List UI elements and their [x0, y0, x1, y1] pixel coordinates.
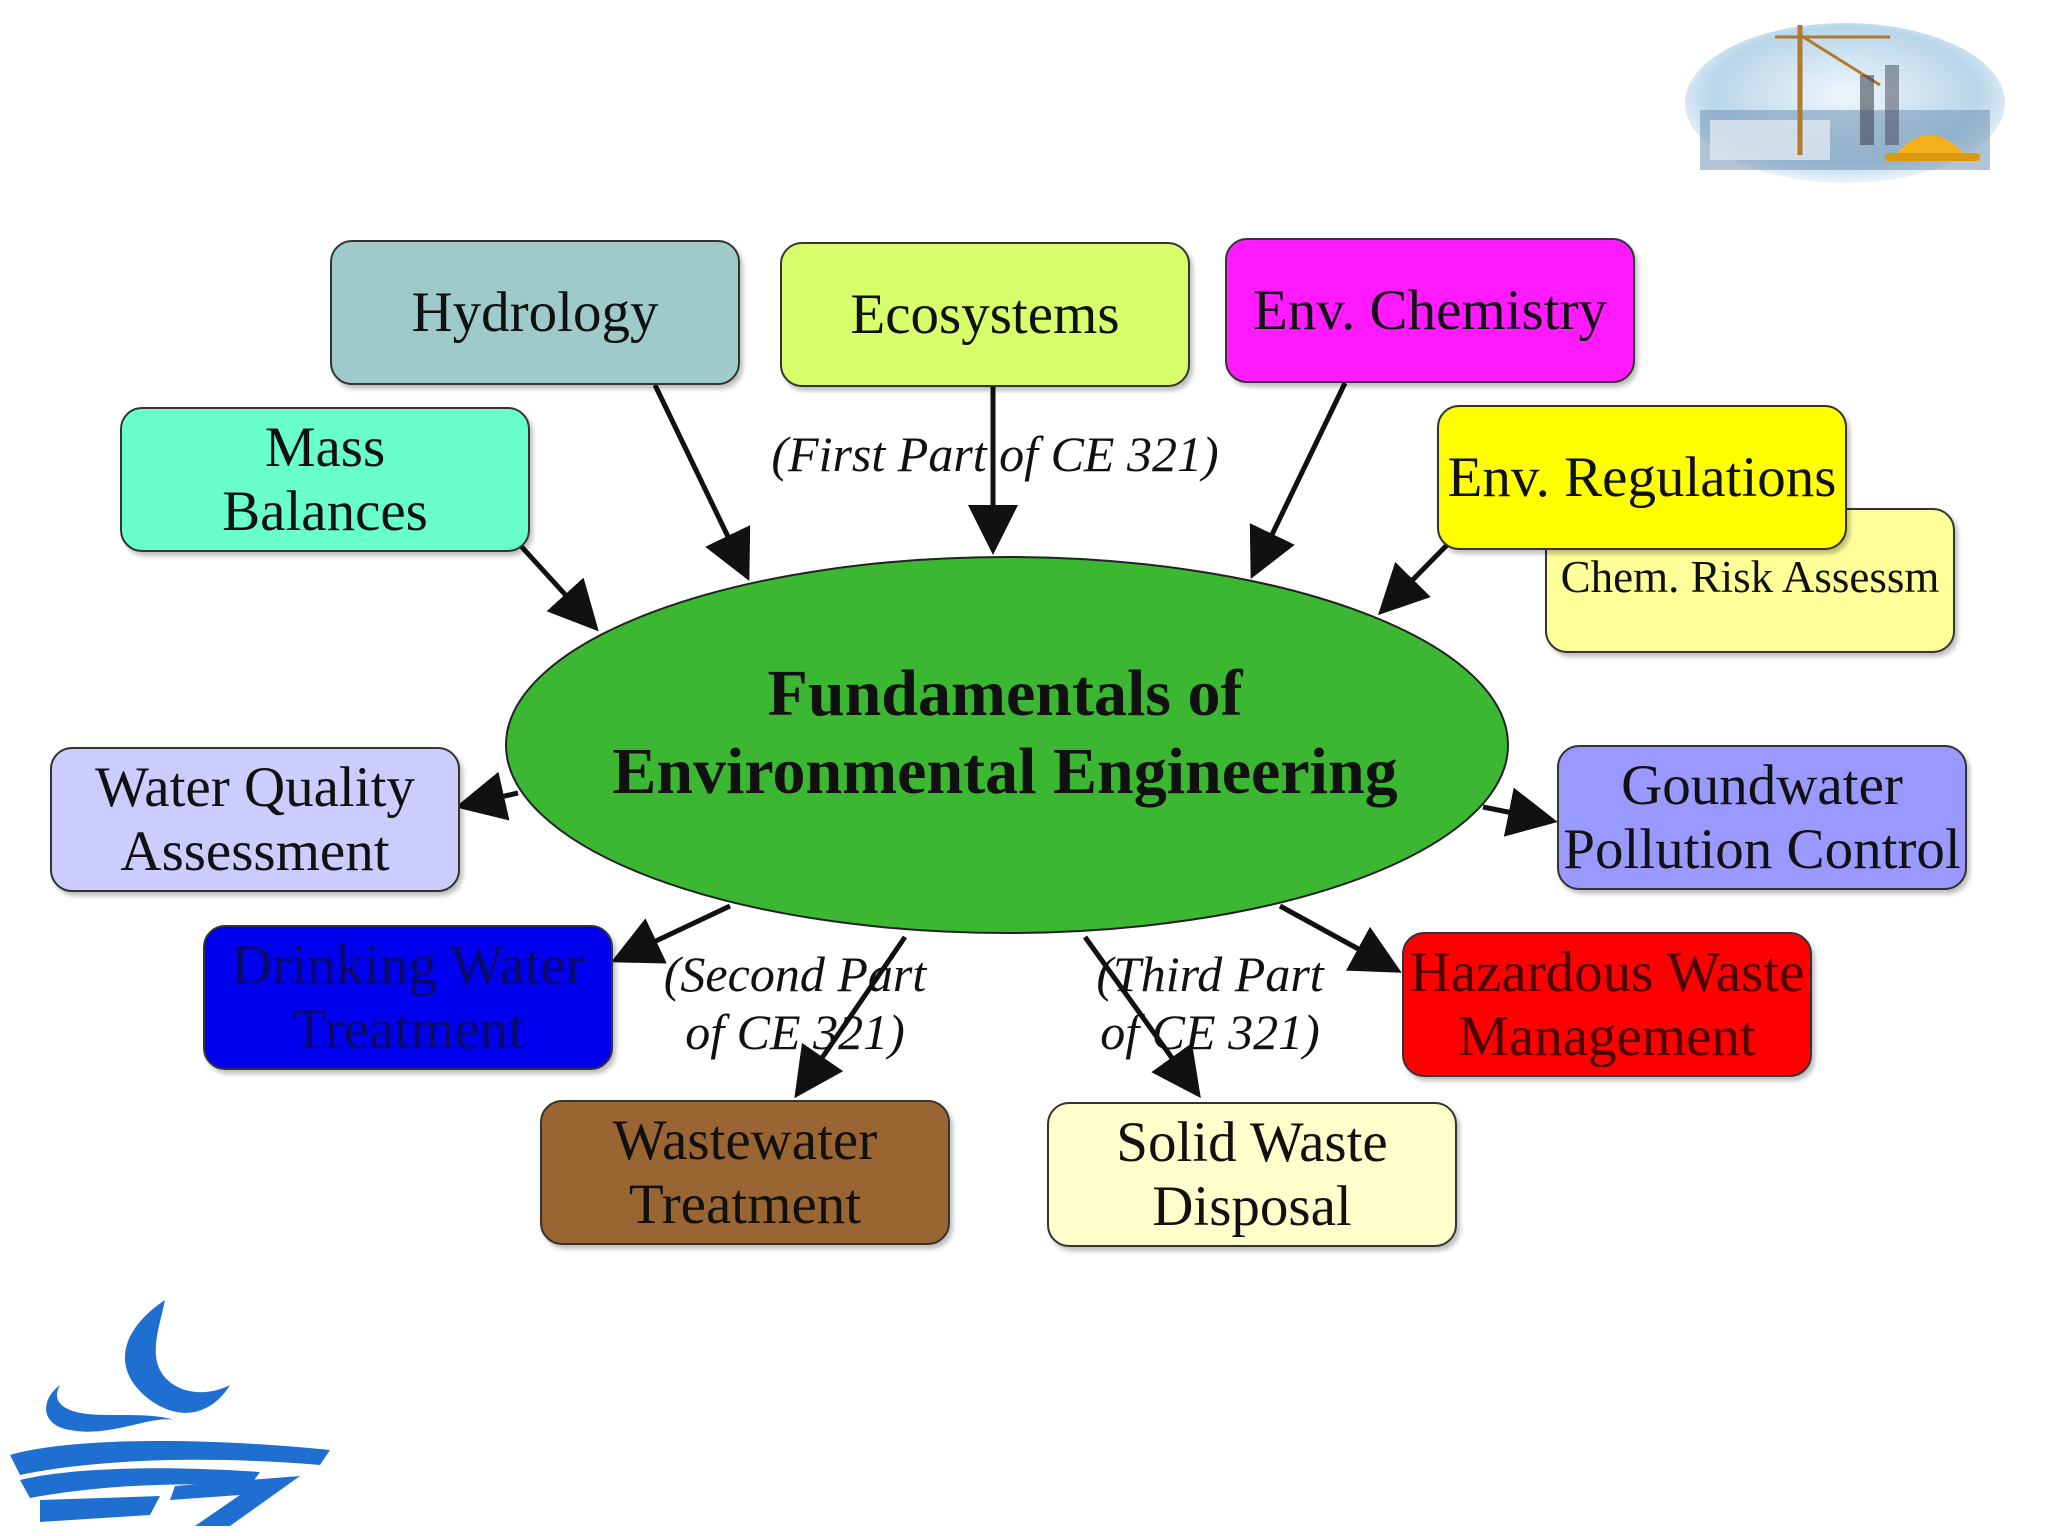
arrow-env-chemistry: [1249, 381, 1348, 580]
arrow-water-quality: [455, 771, 519, 821]
third-part-note: (Third Part of CE 321): [1096, 946, 1324, 1060]
env-chemistry-box: Env. Chemistry: [1225, 238, 1635, 383]
university-logo-icon: [10, 1300, 330, 1526]
arrow-groundwater: [1482, 787, 1558, 837]
groundwater-box: Goundwater Pollution Control: [1557, 745, 1967, 890]
second-part-note: (Second Part of CE 321): [663, 946, 927, 1060]
center-title: Fundamentals of Environmental Engineerin…: [612, 657, 1398, 808]
construction-site-icon: [1685, 23, 2005, 183]
arrow-hydrology: [652, 383, 751, 582]
arrow-wastewater: [794, 935, 908, 1099]
arrow-solid-waste: [1082, 935, 1201, 1099]
arrow-mass-balances: [518, 543, 599, 632]
mass-balances-box: Mass Balances: [120, 407, 530, 552]
center-ellipse: [505, 556, 1509, 934]
hydrology-box: Hydrology: [330, 240, 740, 385]
water-quality-box: Water Quality Assessment: [50, 747, 460, 892]
arrow-env-regulations: [1377, 543, 1449, 616]
drinking-water-box: Drinking Water Treatment: [203, 925, 613, 1070]
arrow-drinking-water: [610, 903, 732, 964]
first-part-note: (First Part of CE 321): [771, 426, 1219, 482]
env-regulations-box: Env. Regulations: [1437, 405, 1847, 550]
ecosystems-box: Ecosystems: [780, 242, 1190, 387]
solid-waste-box: Solid Waste Disposal: [1047, 1102, 1457, 1247]
hazardous-waste-box: Hazardous Waste Management: [1402, 932, 1812, 1077]
wastewater-box: Wastewater Treatment: [540, 1100, 950, 1245]
arrow-hazardous-waste: [1278, 903, 1402, 973]
